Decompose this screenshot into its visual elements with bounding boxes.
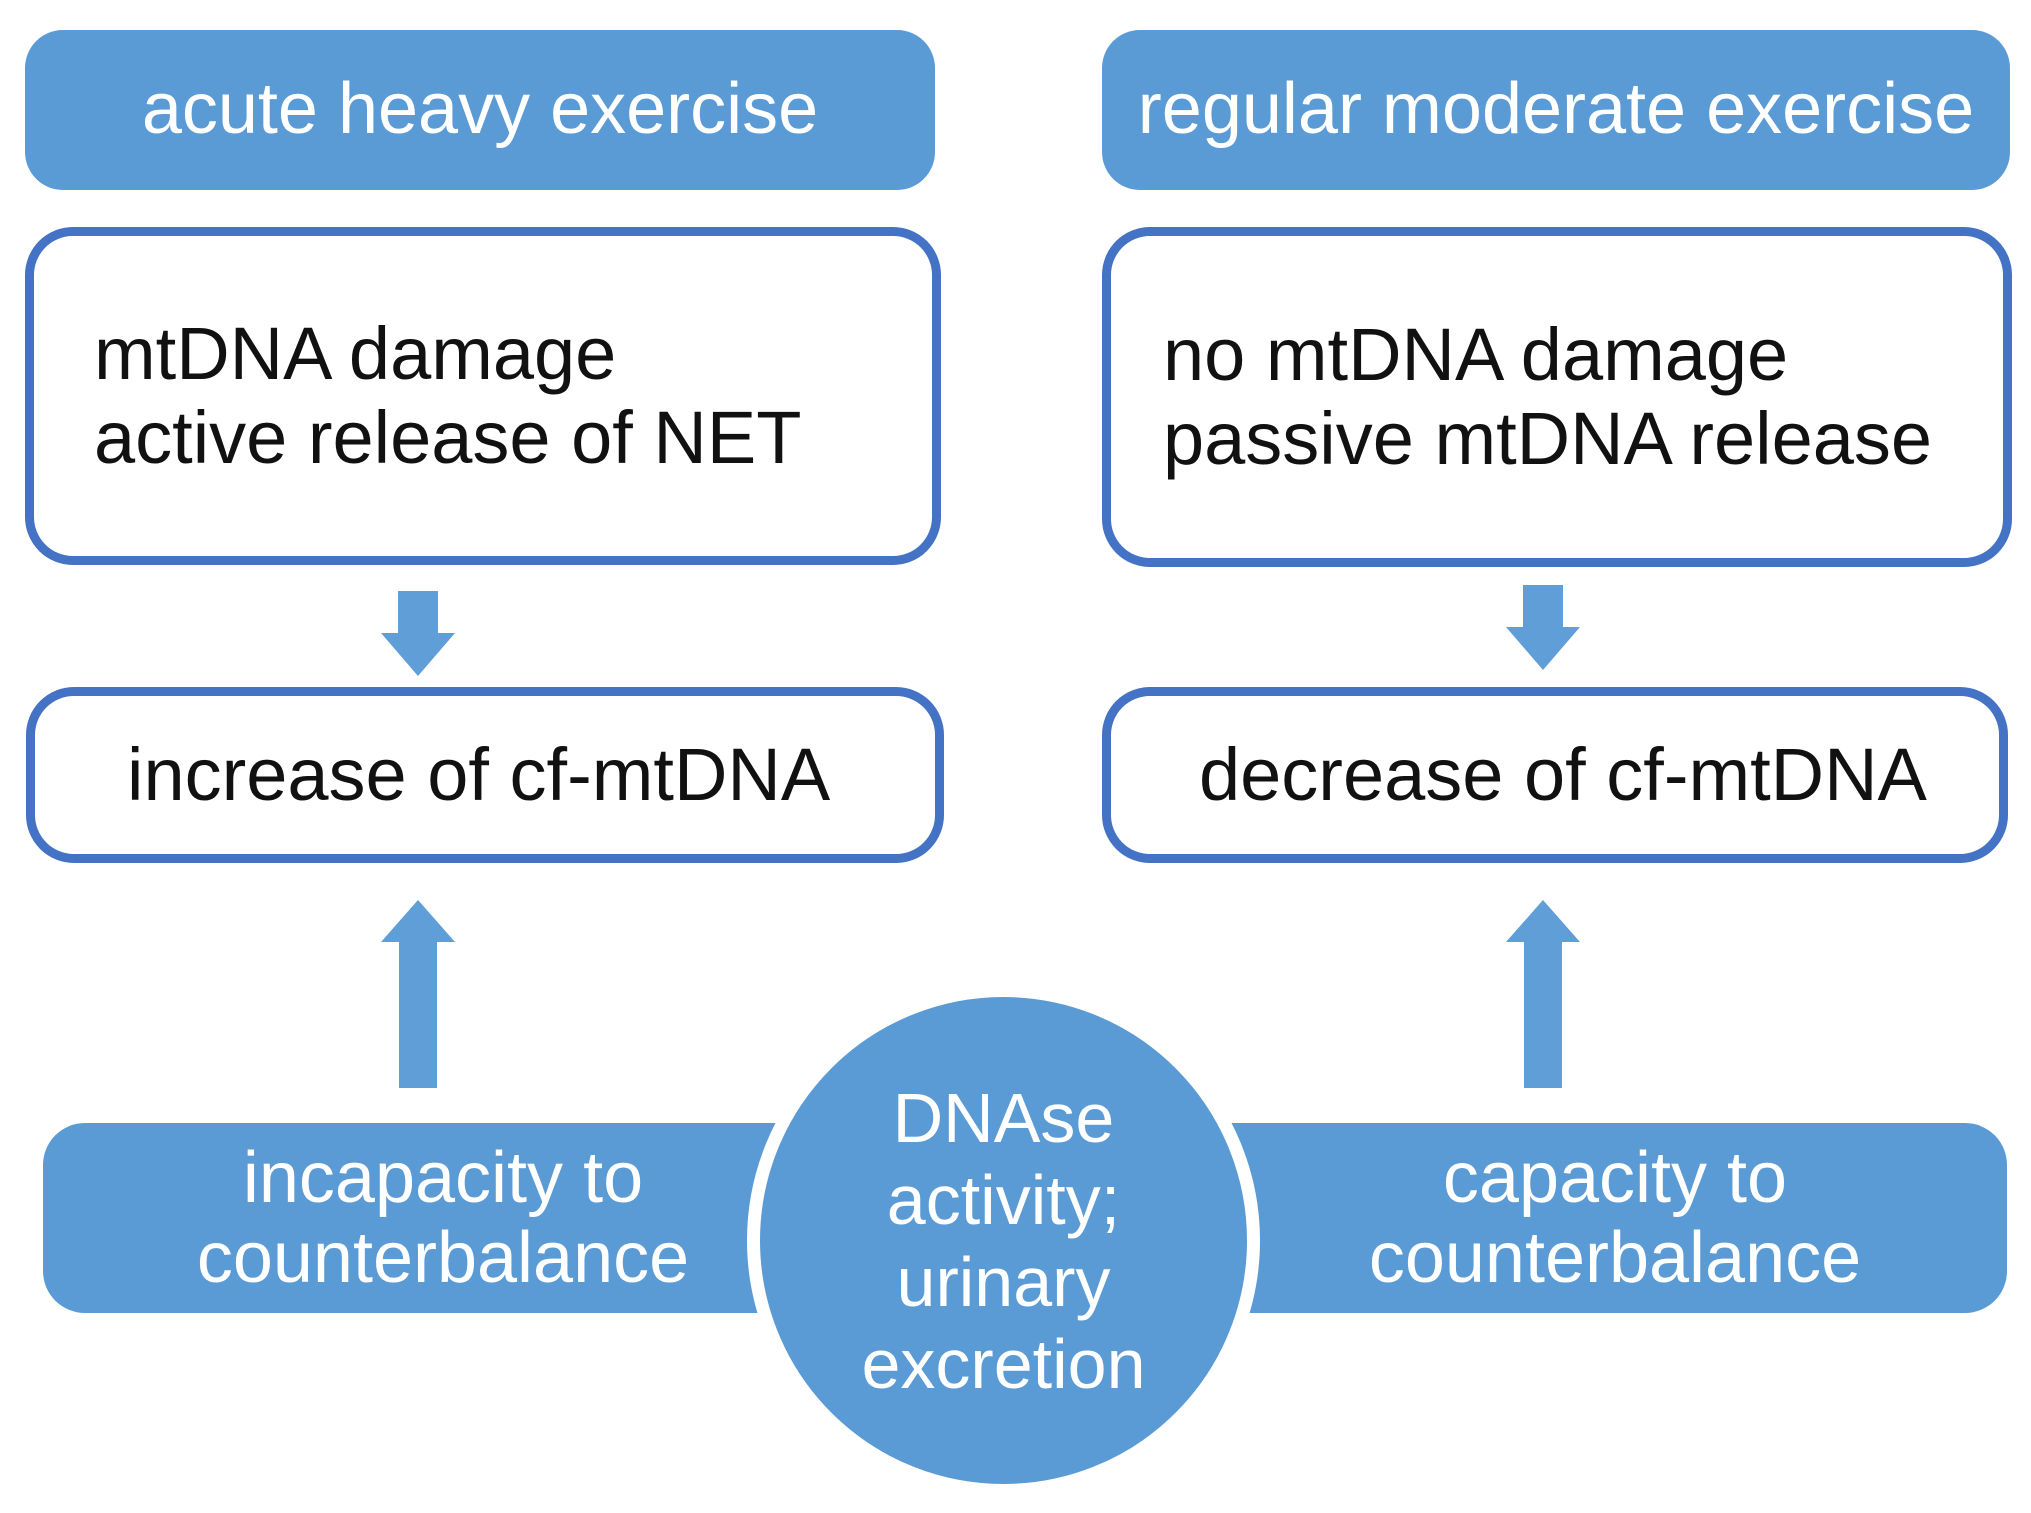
down-arrow-right — [1506, 585, 1580, 670]
circle-line: excretion — [861, 1324, 1146, 1403]
down-arrow-left — [381, 591, 455, 676]
bar-text: capacity to counterbalance — [1250, 1123, 1980, 1313]
box-no-mtdna-damage: no mtDNA damage passive mtDNA release — [1102, 227, 2012, 567]
box-line: active release of NET — [94, 396, 802, 479]
header-acute-heavy-exercise: acute heavy exercise — [25, 30, 935, 190]
header-label: regular moderate exercise — [1137, 69, 1975, 150]
box-line: decrease of cf-mtDNA — [1199, 733, 1927, 816]
box-line: mtDNA damage — [94, 312, 617, 395]
bar-text: incapacity to counterbalance — [83, 1123, 803, 1313]
box-mtdna-damage: mtDNA damage active release of NET — [25, 227, 941, 565]
up-arrow-icon — [1506, 900, 1580, 1088]
box-decrease-cf-mtdna: decrease of cf-mtDNA — [1102, 687, 2008, 863]
up-arrow-icon — [381, 900, 455, 1088]
box-increase-cf-mtdna: increase of cf-mtDNA — [26, 687, 944, 863]
box-line: increase of cf-mtDNA — [127, 733, 831, 816]
bar-line: counterbalance — [196, 1218, 690, 1298]
bar-line: incapacity to — [242, 1138, 644, 1218]
box-line: no mtDNA damage — [1163, 313, 1789, 396]
up-arrow-right — [1506, 900, 1580, 1088]
bar-line: capacity to — [1442, 1138, 1788, 1218]
header-regular-moderate-exercise: regular moderate exercise — [1102, 30, 2010, 190]
circle-line: urinary — [896, 1242, 1111, 1321]
down-arrow-icon — [381, 591, 455, 676]
header-label: acute heavy exercise — [141, 69, 819, 150]
box-line: passive mtDNA release — [1163, 397, 1933, 480]
circle-dnase-activity: DNAse activity; urinary excretion — [747, 984, 1260, 1497]
circle-line: DNAse — [892, 1078, 1115, 1157]
up-arrow-left — [381, 900, 455, 1088]
circle-line: activity; — [886, 1160, 1121, 1239]
bar-line: counterbalance — [1368, 1218, 1862, 1298]
down-arrow-icon — [1506, 585, 1580, 670]
